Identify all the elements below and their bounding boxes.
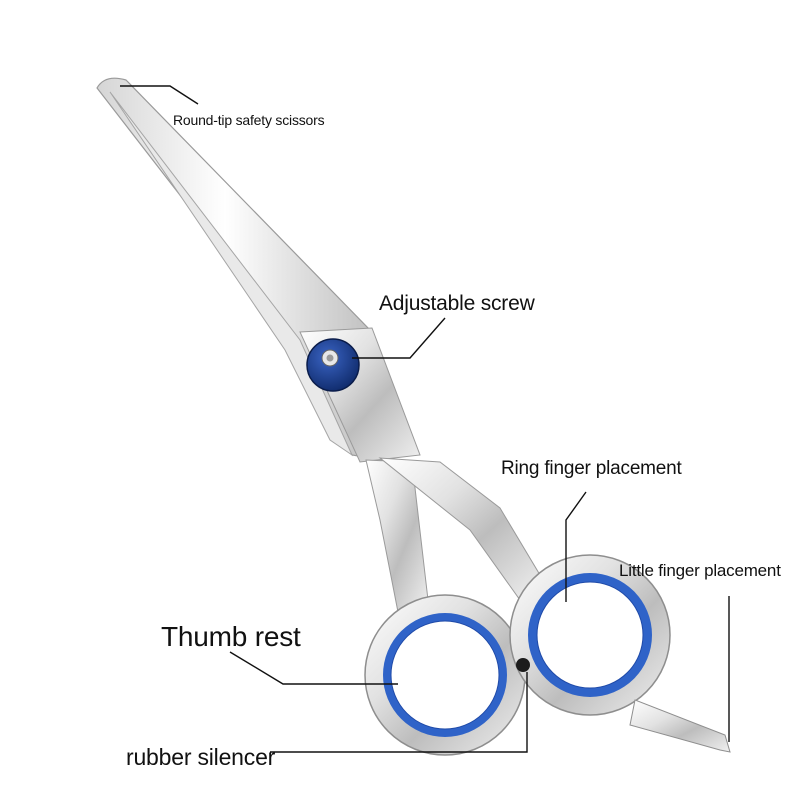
leader-thumb-rest <box>229 651 398 685</box>
adjustable-screw-icon <box>306 338 360 392</box>
label-thumb-rest: Thumb rest <box>161 621 301 652</box>
label-round-tip: Round-tip safety scissors <box>173 112 325 128</box>
leader-rubber-silencer <box>270 672 528 753</box>
leader-ring-finger <box>565 491 587 602</box>
label-little-finger: Little finger placement <box>619 561 781 580</box>
rubber-silencer-stopper <box>516 658 530 672</box>
label-adjustable-screw: Adjustable screw <box>379 292 535 315</box>
leader-lines <box>120 85 730 753</box>
finger-tang <box>629 699 731 753</box>
label-ring-finger: Ring finger placement <box>501 458 682 479</box>
leader-adjustable-screw <box>352 317 446 359</box>
leader-round-tip <box>120 85 199 105</box>
finger-ring <box>509 554 671 716</box>
thumb-ring <box>364 594 526 756</box>
label-rubber-silencer: rubber silencer <box>126 744 276 770</box>
blade-short <box>109 91 354 457</box>
